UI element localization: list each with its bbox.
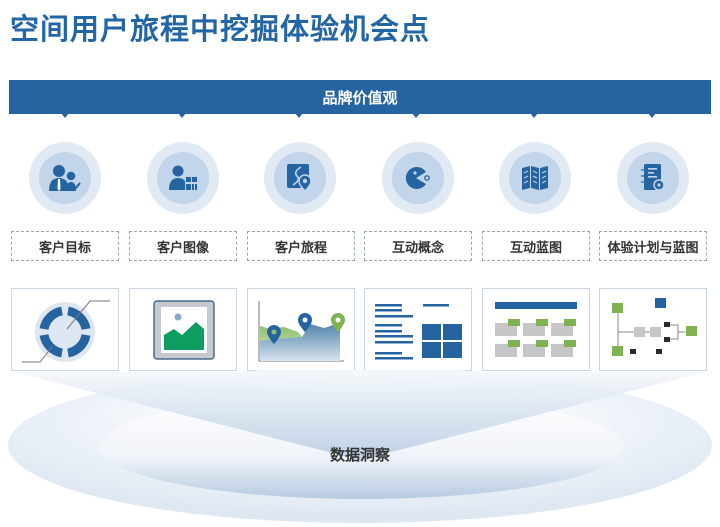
image-picture-frame <box>129 288 237 371</box>
map-pin-icon <box>267 325 281 344</box>
plan-notebook-icon <box>641 164 665 191</box>
stage-label-experience-plan: 体验计划与蓝图 <box>599 231 707 261</box>
icon-badge <box>29 142 101 214</box>
foundation-label: 数据洞察 <box>329 446 390 464</box>
banner-label: 品牌价值观 <box>322 88 398 107</box>
flow-tree-diagram <box>599 288 707 371</box>
banner-pointer <box>295 113 303 118</box>
stage-label-interaction-blueprint: 互动蓝图 <box>482 231 590 261</box>
icon-badge <box>382 142 454 214</box>
target-ring-diagram <box>11 288 119 371</box>
data-insight-foundation <box>8 370 712 523</box>
banner-pointer <box>412 113 420 118</box>
brand-values-banner: 品牌价值观 <box>9 80 711 114</box>
page-title: 空间用户旅程中挖掘体验机会点 <box>10 12 431 46</box>
folded-map-icon <box>522 166 548 190</box>
stage-label-customer-image: 客户图像 <box>129 231 237 261</box>
map-route-icon <box>287 164 312 192</box>
banner-pointer <box>61 113 69 118</box>
blueprint-grid <box>482 288 590 371</box>
document-layout <box>364 288 472 371</box>
stage-label-customer-goal: 客户目标 <box>11 231 119 261</box>
pacman-concept-icon <box>405 167 430 189</box>
user-profile-icon <box>169 165 197 190</box>
banner-pointer <box>530 113 538 118</box>
icon-badge <box>499 142 571 214</box>
user-target-icon <box>49 165 81 191</box>
stage-label-customer-journey: 客户旅程 <box>247 231 355 261</box>
stage-label-interaction-concept: 互动概念 <box>364 231 472 261</box>
banner-pointer <box>178 113 186 118</box>
icon-badge <box>617 142 689 214</box>
banner-pointer <box>648 113 656 118</box>
icon-badge <box>264 142 336 214</box>
map-pin-icon <box>331 313 345 332</box>
journey-area-chart <box>247 288 355 371</box>
map-pin-icon <box>298 313 312 332</box>
icon-badge <box>147 142 219 214</box>
